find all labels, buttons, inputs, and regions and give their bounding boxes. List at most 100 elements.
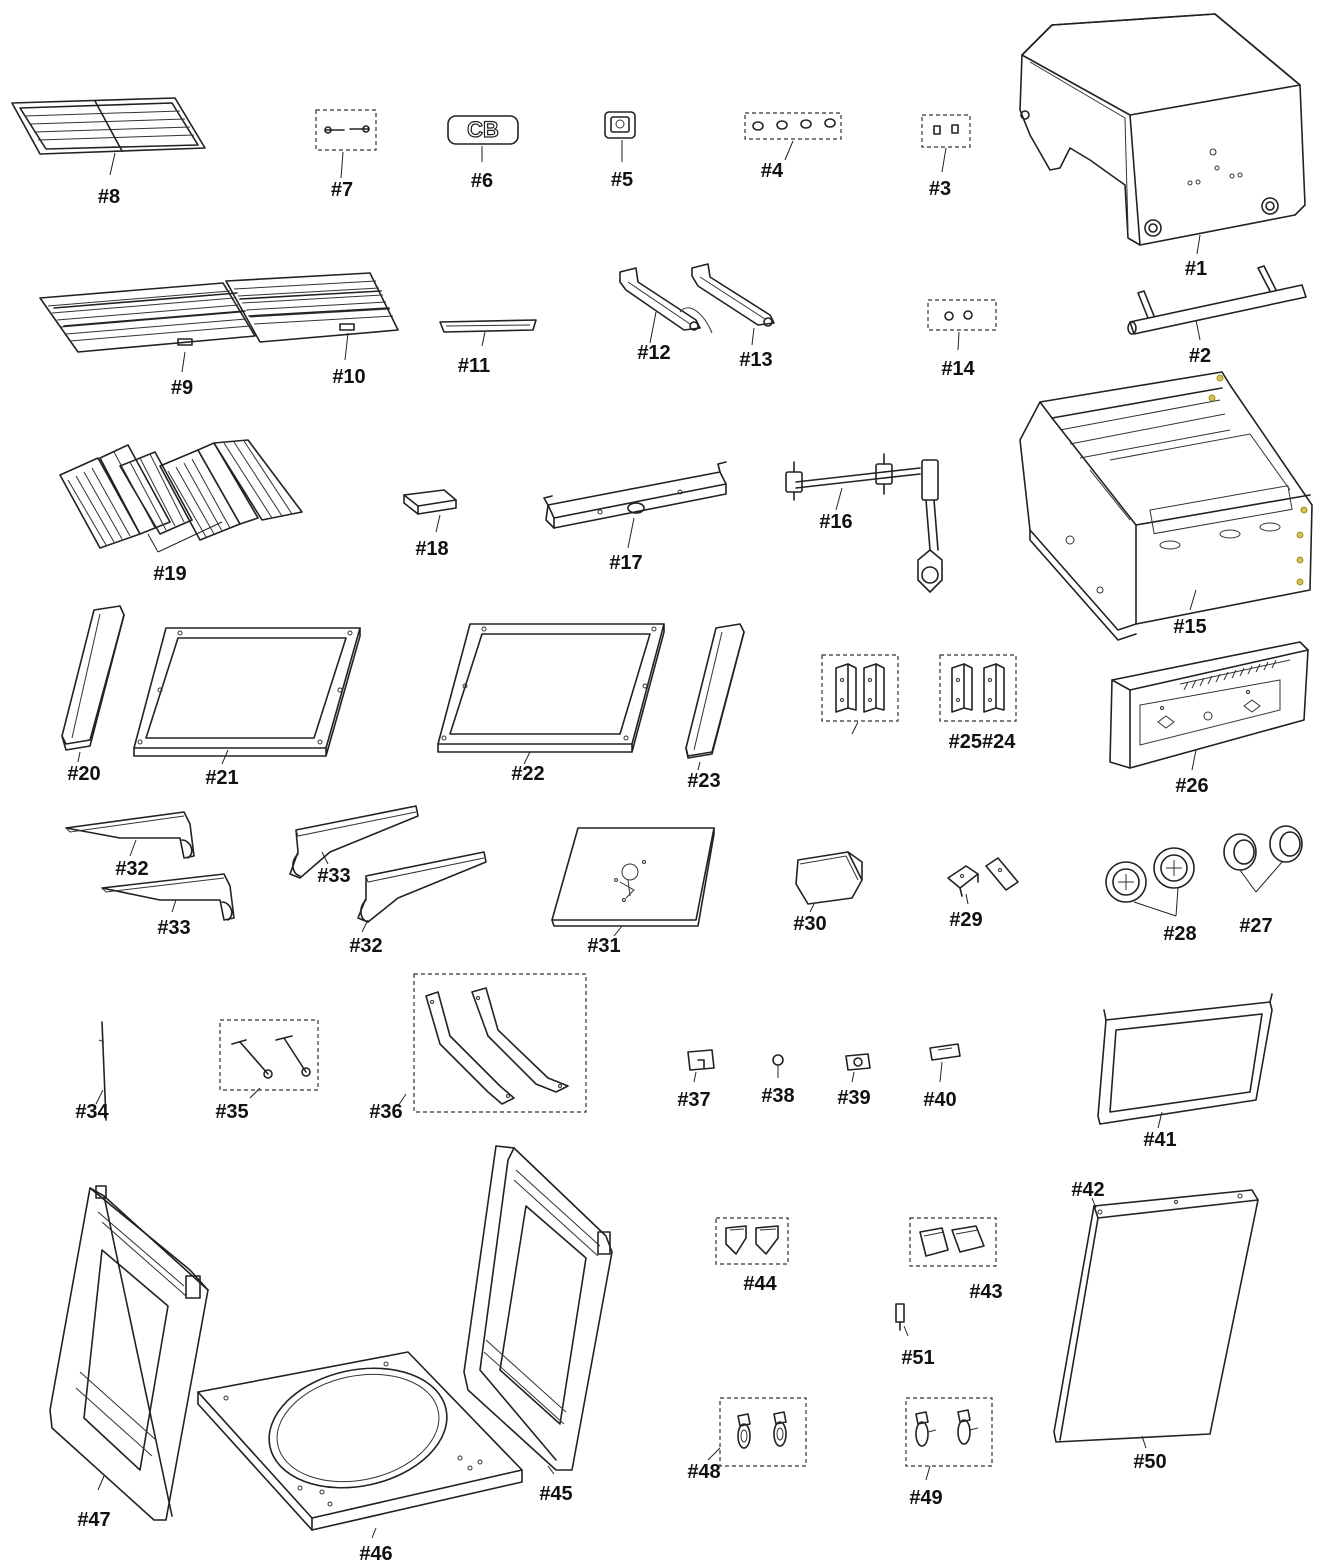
part-40-igniter: [929, 1043, 961, 1083]
label-46: #46: [359, 1543, 392, 1565]
part-35-hinge-pins: [219, 1019, 319, 1099]
part-21-frame: [133, 627, 361, 765]
label-18: #18: [415, 538, 448, 560]
part-44-hinges: [715, 1217, 789, 1265]
label-51: #51: [901, 1347, 934, 1369]
label-49: #49: [909, 1487, 942, 1509]
part-23-side-panel: [685, 623, 745, 771]
part-6-logo-badge: CB: [447, 115, 519, 162]
part-26-control-panel: [1109, 641, 1309, 771]
label-17: #17: [609, 552, 642, 574]
part-18-bracket: [403, 489, 457, 533]
label-9: #9: [171, 377, 193, 399]
part-5-thermometer: [604, 111, 636, 162]
label-2: #2: [1189, 345, 1211, 367]
part-46-cart-base: [197, 1351, 523, 1539]
part-45-side-panel: [463, 1145, 613, 1475]
part-25-24-brackets: [821, 654, 1017, 735]
label-1: #1: [1185, 258, 1207, 280]
part-19-flame-tamers: [59, 439, 303, 553]
part-43-hinges: [909, 1217, 997, 1267]
part-37-clip: [687, 1049, 715, 1083]
label-14: #14: [941, 358, 975, 380]
label-19: #19: [153, 563, 186, 585]
part-16-valve-manifold: [785, 453, 943, 593]
label-42: #42: [1071, 1179, 1104, 1201]
part-2-lid-handle: [1127, 265, 1307, 341]
part-11-crossover-tube: [439, 319, 537, 347]
label-28: #28: [1163, 923, 1196, 945]
part-20-side-panel: [61, 605, 125, 763]
part-51-connector: [895, 1303, 909, 1337]
part-12-burner: [619, 267, 713, 344]
part-41-frame: [1097, 993, 1273, 1129]
label-32b: #32: [349, 935, 382, 957]
label-25-24: #25#24: [949, 731, 1017, 753]
label-34: #34: [75, 1101, 109, 1123]
label-41: #41: [1143, 1129, 1176, 1151]
label-45: #45: [539, 1483, 572, 1505]
label-26: #26: [1175, 775, 1208, 797]
part-47-side-panel: [49, 1185, 209, 1521]
label-33b: #33: [317, 865, 350, 887]
label-37: #37: [677, 1089, 710, 1111]
part-22-frame: [437, 623, 665, 765]
label-11: #11: [458, 355, 490, 377]
part-27-control-knobs: [1223, 825, 1303, 893]
label-33a: #33: [157, 917, 190, 939]
part-4-bumpers: [744, 112, 842, 161]
part-36-tank-brackets: [397, 973, 587, 1113]
label-40: #40: [923, 1089, 956, 1111]
label-31: #31: [587, 935, 620, 957]
part-1-lid: [1019, 13, 1306, 255]
label-38: #38: [761, 1085, 794, 1107]
part-30-grease-cup: [795, 851, 863, 913]
label-7: #7: [331, 179, 353, 201]
label-30: #30: [793, 913, 826, 935]
part-31-bottom-tray: [551, 827, 715, 937]
label-36: #36: [369, 1101, 402, 1123]
label-32a: #32: [115, 858, 148, 880]
part-9-cooking-grate: [39, 282, 256, 373]
label-48: #48: [687, 1461, 720, 1483]
part-17-manifold-bracket: [543, 461, 727, 549]
label-3: #3: [929, 178, 951, 200]
part-14-nuts: [927, 299, 997, 351]
label-39: #39: [837, 1087, 870, 1109]
label-22: #22: [511, 763, 544, 785]
part-38-nut: [772, 1054, 784, 1078]
label-35: #35: [215, 1101, 248, 1123]
label-12: #12: [637, 342, 670, 364]
part-29-grease-tray-rails: [947, 857, 1019, 905]
part-33-shelf-bracket-b: [289, 805, 419, 879]
label-10: #10: [332, 366, 365, 388]
part-39-fitting: [845, 1053, 871, 1083]
label-8: #8: [98, 186, 120, 208]
label-50: #50: [1133, 1451, 1166, 1473]
label-13: #13: [739, 349, 772, 371]
part-34-lighter-rod: [95, 1021, 107, 1121]
label-16: #16: [819, 511, 852, 533]
logo-text: CB: [467, 117, 499, 142]
part-32-shelf-bracket: [65, 811, 195, 859]
label-5: #5: [611, 169, 633, 191]
label-15: #15: [1173, 616, 1206, 638]
part-33-shelf-bracket: [101, 873, 235, 921]
part-10-cooking-grate: [225, 272, 399, 361]
part-28-knob-bezels: [1105, 847, 1195, 917]
part-13-burner: [691, 263, 775, 346]
label-4: #4: [761, 160, 784, 182]
part-32-shelf-bracket-b: [357, 851, 487, 933]
label-47: #47: [77, 1509, 110, 1531]
part-48-casters: [707, 1397, 807, 1467]
label-21: #21: [205, 767, 238, 789]
label-29: #29: [949, 909, 982, 931]
part-3-spacers: [921, 114, 971, 173]
label-20: #20: [67, 763, 100, 785]
part-15-firebox: [1019, 371, 1313, 641]
label-44: #44: [743, 1273, 777, 1295]
label-43: #43: [969, 1281, 1002, 1303]
label-23: #23: [687, 770, 720, 792]
part-49-locking-casters: [905, 1397, 993, 1481]
